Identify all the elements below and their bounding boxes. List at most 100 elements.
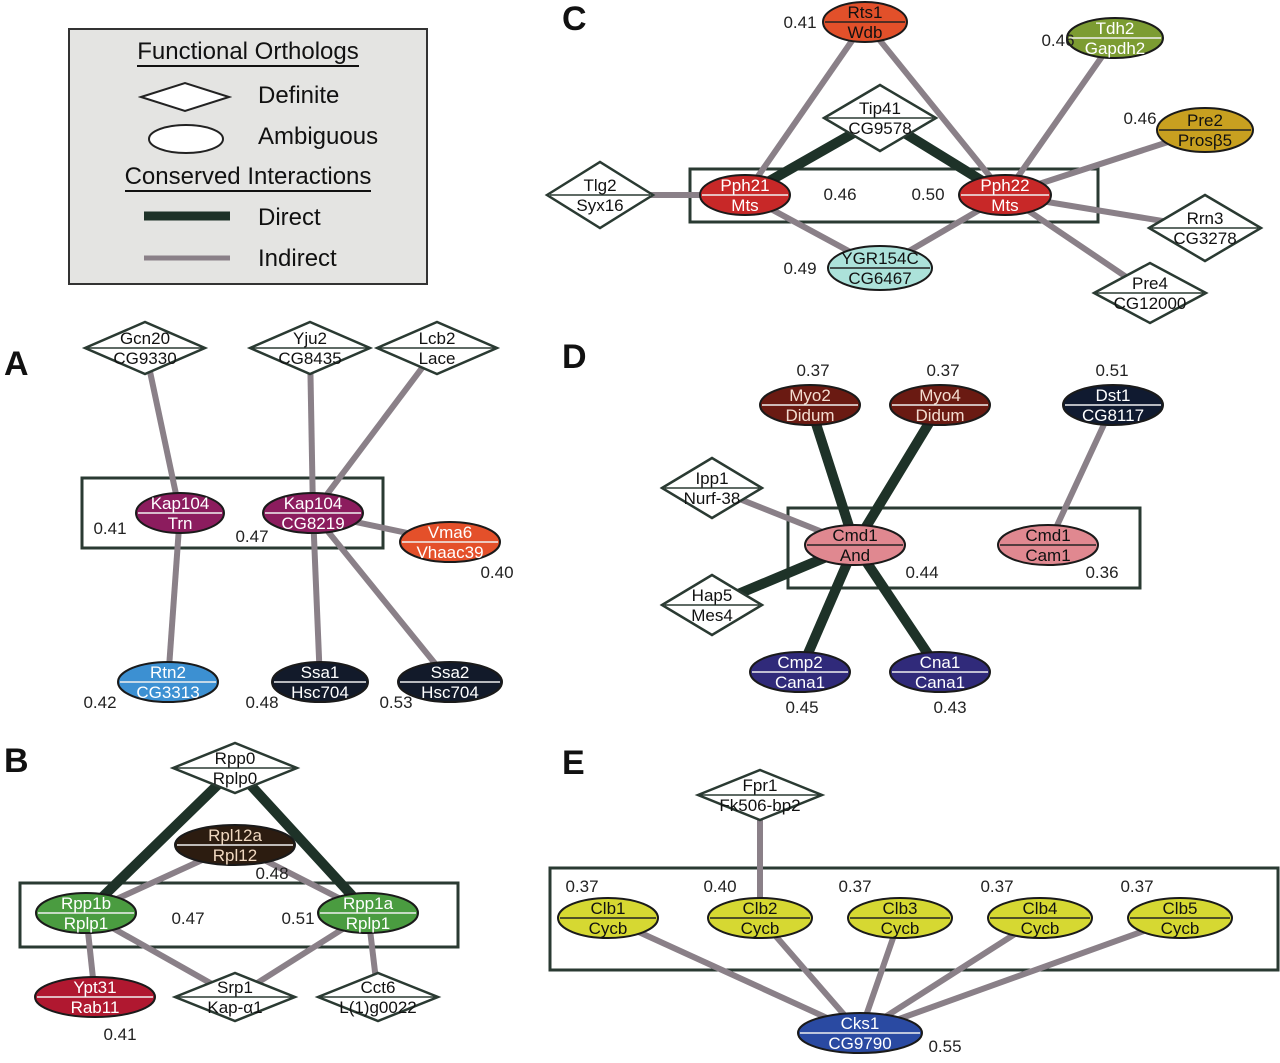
node-fly-name: And — [840, 546, 870, 565]
node-yeast-name: Pph22 — [980, 176, 1029, 195]
node-fly-name: Cycb — [1161, 919, 1200, 938]
panel-label-d: D — [562, 338, 587, 376]
node-fly-name: Nurf-38 — [684, 489, 741, 508]
node-yeast-name: Kap104 — [284, 494, 343, 513]
node-fly-name: Cam1 — [1025, 546, 1070, 565]
node-fly-name: Fk506-bp2 — [719, 796, 800, 815]
direct-interaction-edge — [805, 403, 860, 547]
indirect-interaction-edge — [606, 915, 862, 1036]
node-yeast-name: Pph21 — [720, 176, 769, 195]
node-yeast-name: Ssa2 — [431, 663, 470, 682]
ortholog-score: 0.45 — [785, 698, 818, 717]
node-yeast-name: Clb3 — [883, 899, 918, 918]
ortholog-score: 0.37 — [838, 877, 871, 896]
direct-interaction-edge — [795, 543, 860, 674]
node-fly-name: CG3278 — [1173, 229, 1236, 248]
node-yeast-name: Dst1 — [1096, 386, 1131, 405]
ortholog-score: 0.36 — [1085, 563, 1118, 582]
node-yeast-name: Cks1 — [841, 1014, 880, 1033]
panel-label-a: A — [4, 345, 29, 383]
node-yeast-name: Clb4 — [1023, 899, 1058, 918]
ortholog-score: 0.43 — [933, 698, 966, 717]
node-fly-name: Wdb — [848, 23, 883, 42]
ortholog-score: 0.41 — [103, 1025, 136, 1044]
legend-interactions-title-text: Conserved Interactions — [124, 163, 372, 192]
ortholog-score: 0.46 — [823, 185, 856, 204]
node-fly-name: CG9790 — [828, 1034, 891, 1053]
legend-definite: Definite — [258, 82, 340, 109]
node-yeast-name: Rpp0 — [215, 749, 256, 768]
indirect-interaction-edge — [862, 20, 1008, 197]
indirect-interaction-edge — [858, 915, 1182, 1036]
indirect-interaction-edge — [310, 346, 440, 515]
node-yeast-name: Clb5 — [1163, 899, 1198, 918]
node-yeast-name: Cmp2 — [777, 653, 822, 672]
legend-indirect: Indirect — [258, 245, 337, 272]
panel-label-b: B — [4, 742, 29, 780]
node-yeast-name: Rpp1a — [343, 894, 394, 913]
direct-interaction-edge — [231, 764, 372, 917]
legend-orthologs-title: Functional Orthologs — [70, 38, 426, 67]
node-yeast-name: Lcb2 — [419, 329, 456, 348]
node-fly-name: CG8435 — [278, 349, 341, 368]
ortholog-score: 0.41 — [93, 519, 126, 538]
node-fly-name: Mts — [991, 196, 1018, 215]
legend-direct: Direct — [258, 204, 321, 231]
node-yeast-name: Rtn2 — [150, 663, 186, 682]
node-fly-name: CG12000 — [1114, 294, 1187, 313]
node-yeast-name: Clb2 — [743, 899, 778, 918]
indirect-interaction-edge — [1045, 403, 1116, 547]
node-fly-name: Syx16 — [576, 196, 623, 215]
node-yeast-name: Pre4 — [1132, 274, 1168, 293]
node-yeast-name: Fpr1 — [743, 776, 778, 795]
ortholog-score: 0.37 — [926, 361, 959, 380]
node-yeast-name: Yju2 — [293, 329, 327, 348]
node-yeast-name: YGR154C — [841, 249, 918, 268]
node-fly-name: Cycb — [589, 919, 628, 938]
node-fly-name: CG3313 — [136, 683, 199, 702]
ortholog-score: 0.37 — [565, 877, 598, 896]
